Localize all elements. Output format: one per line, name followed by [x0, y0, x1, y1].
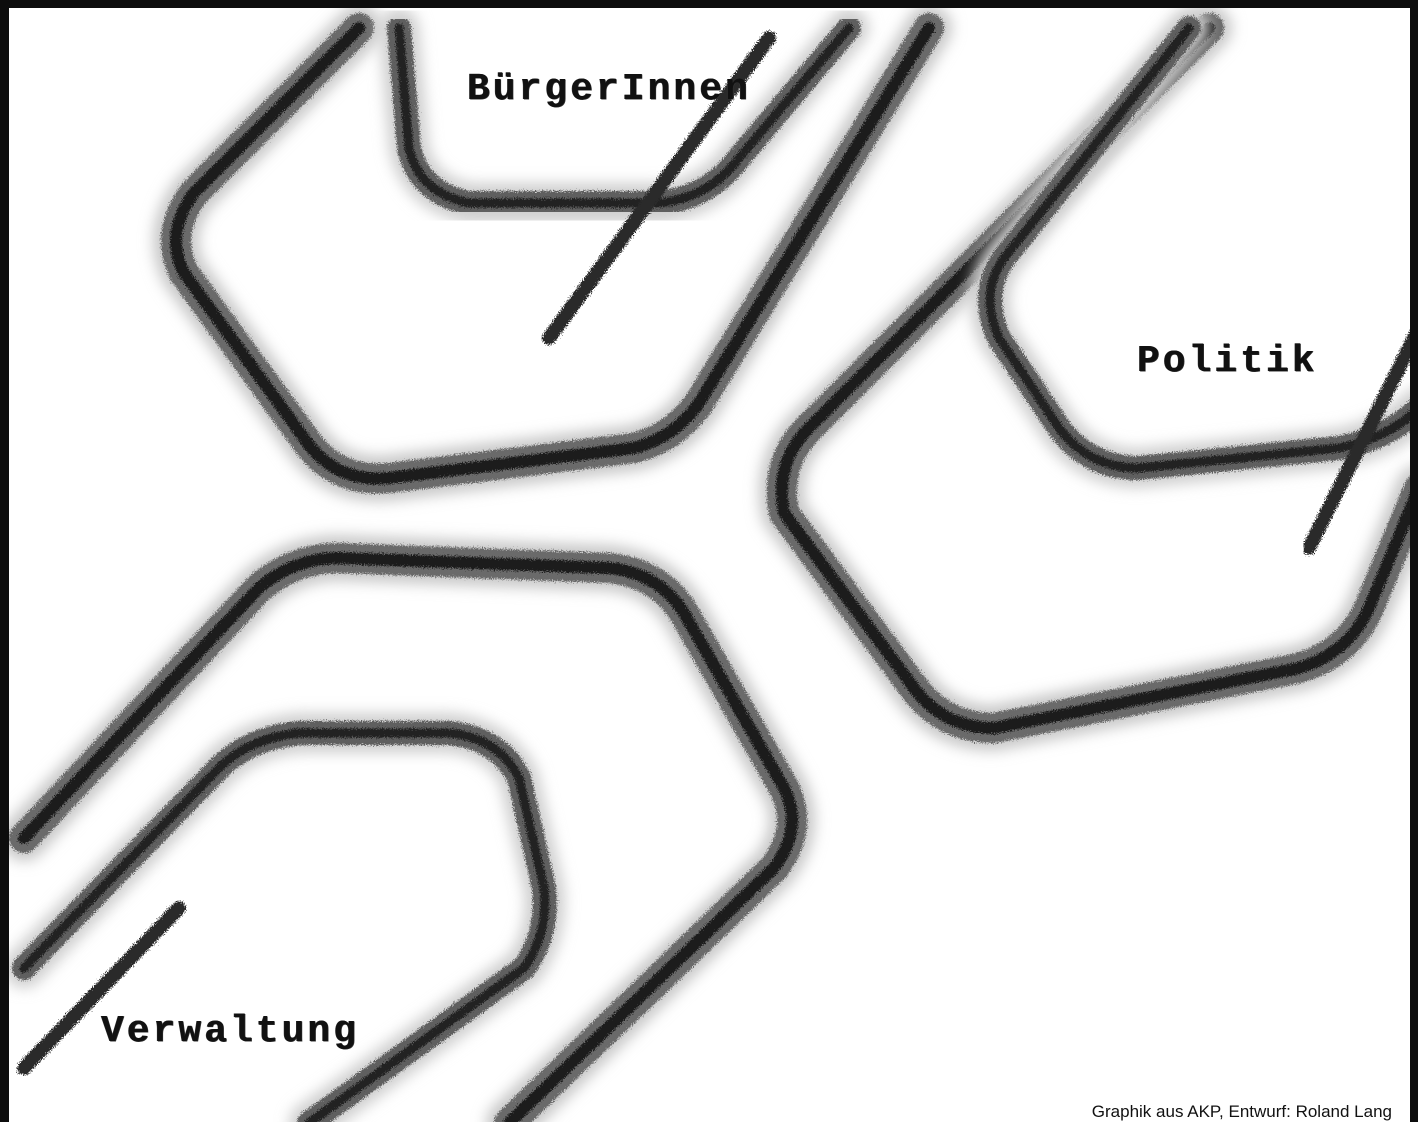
label-buergerinnen: BürgerInnen — [467, 68, 751, 111]
label-politik: Politik — [1137, 340, 1318, 383]
paperclip-chain-illustration — [9, 8, 1418, 1122]
label-verwaltung: Verwaltung — [101, 1010, 359, 1053]
image-credit: Graphik aus AKP, Entwurf: Roland Lang — [1092, 1102, 1392, 1122]
